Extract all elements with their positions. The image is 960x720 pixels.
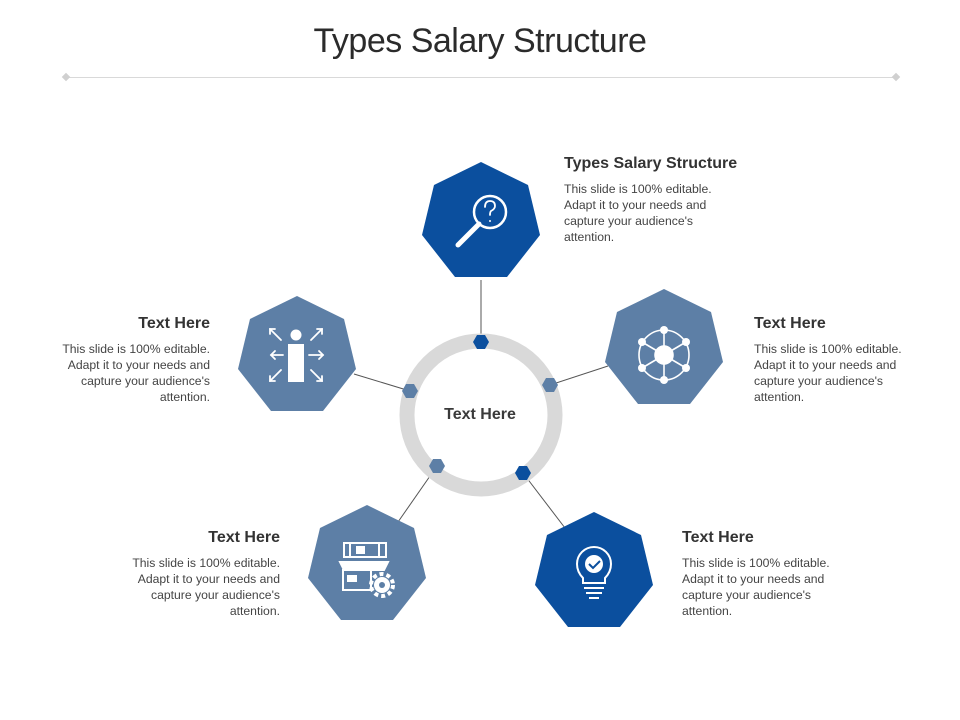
title-divider <box>66 77 896 78</box>
text-block-heading: Text Here <box>682 529 754 546</box>
text-block-heading: Text Here <box>138 315 210 332</box>
text-block-bottom-left: Text Here This slide is 100% editable. A… <box>130 529 280 619</box>
network-nodes-icon <box>638 326 690 384</box>
center-label: Text Here <box>444 406 516 423</box>
text-block-description: This slide is 100% editable. Adapt it to… <box>754 342 902 404</box>
text-block-right: Text Here This slide is 100% editable. A… <box>754 315 904 405</box>
text-block-description: This slide is 100% editable. Adapt it to… <box>62 342 210 404</box>
ring-node-right <box>542 378 558 392</box>
text-block-description: This slide is 100% editable. Adapt it to… <box>564 182 712 244</box>
heptagon-top <box>422 162 540 277</box>
heptagon-left <box>238 296 356 411</box>
connector-line-bottom-right <box>522 472 566 529</box>
ring-node-bottom-left <box>429 459 445 473</box>
text-block-heading: Text Here <box>208 529 280 546</box>
heptagon-right <box>605 289 723 404</box>
text-block-top: Types Salary Structure This slide is 100… <box>564 155 737 245</box>
ring-nodes <box>402 335 558 480</box>
heptagon-bottom-right <box>535 512 653 627</box>
heptagon-bottom-left <box>308 505 426 620</box>
text-block-description: This slide is 100% editable. Adapt it to… <box>132 556 280 618</box>
slide-title: Types Salary Structure <box>313 22 647 60</box>
shop-gear-icon <box>338 542 395 598</box>
person-arrows-icon <box>269 328 325 382</box>
text-block-bottom-right: Text Here This slide is 100% editable. A… <box>682 529 832 619</box>
text-block-heading: Types Salary Structure <box>564 155 738 172</box>
ring-node-left <box>402 384 418 398</box>
ring-node-top <box>473 335 489 349</box>
connector-line-right <box>549 365 609 386</box>
magnifier-question-icon <box>455 194 508 248</box>
text-block-heading: Text Here <box>754 315 826 332</box>
connector-line-left <box>353 373 411 392</box>
text-block-description: This slide is 100% editable. Adapt it to… <box>682 556 830 618</box>
lightbulb-check-icon <box>575 546 613 599</box>
text-block-left: Text Here This slide is 100% editable. A… <box>60 315 210 405</box>
ring-node-bottom-right <box>515 466 531 480</box>
